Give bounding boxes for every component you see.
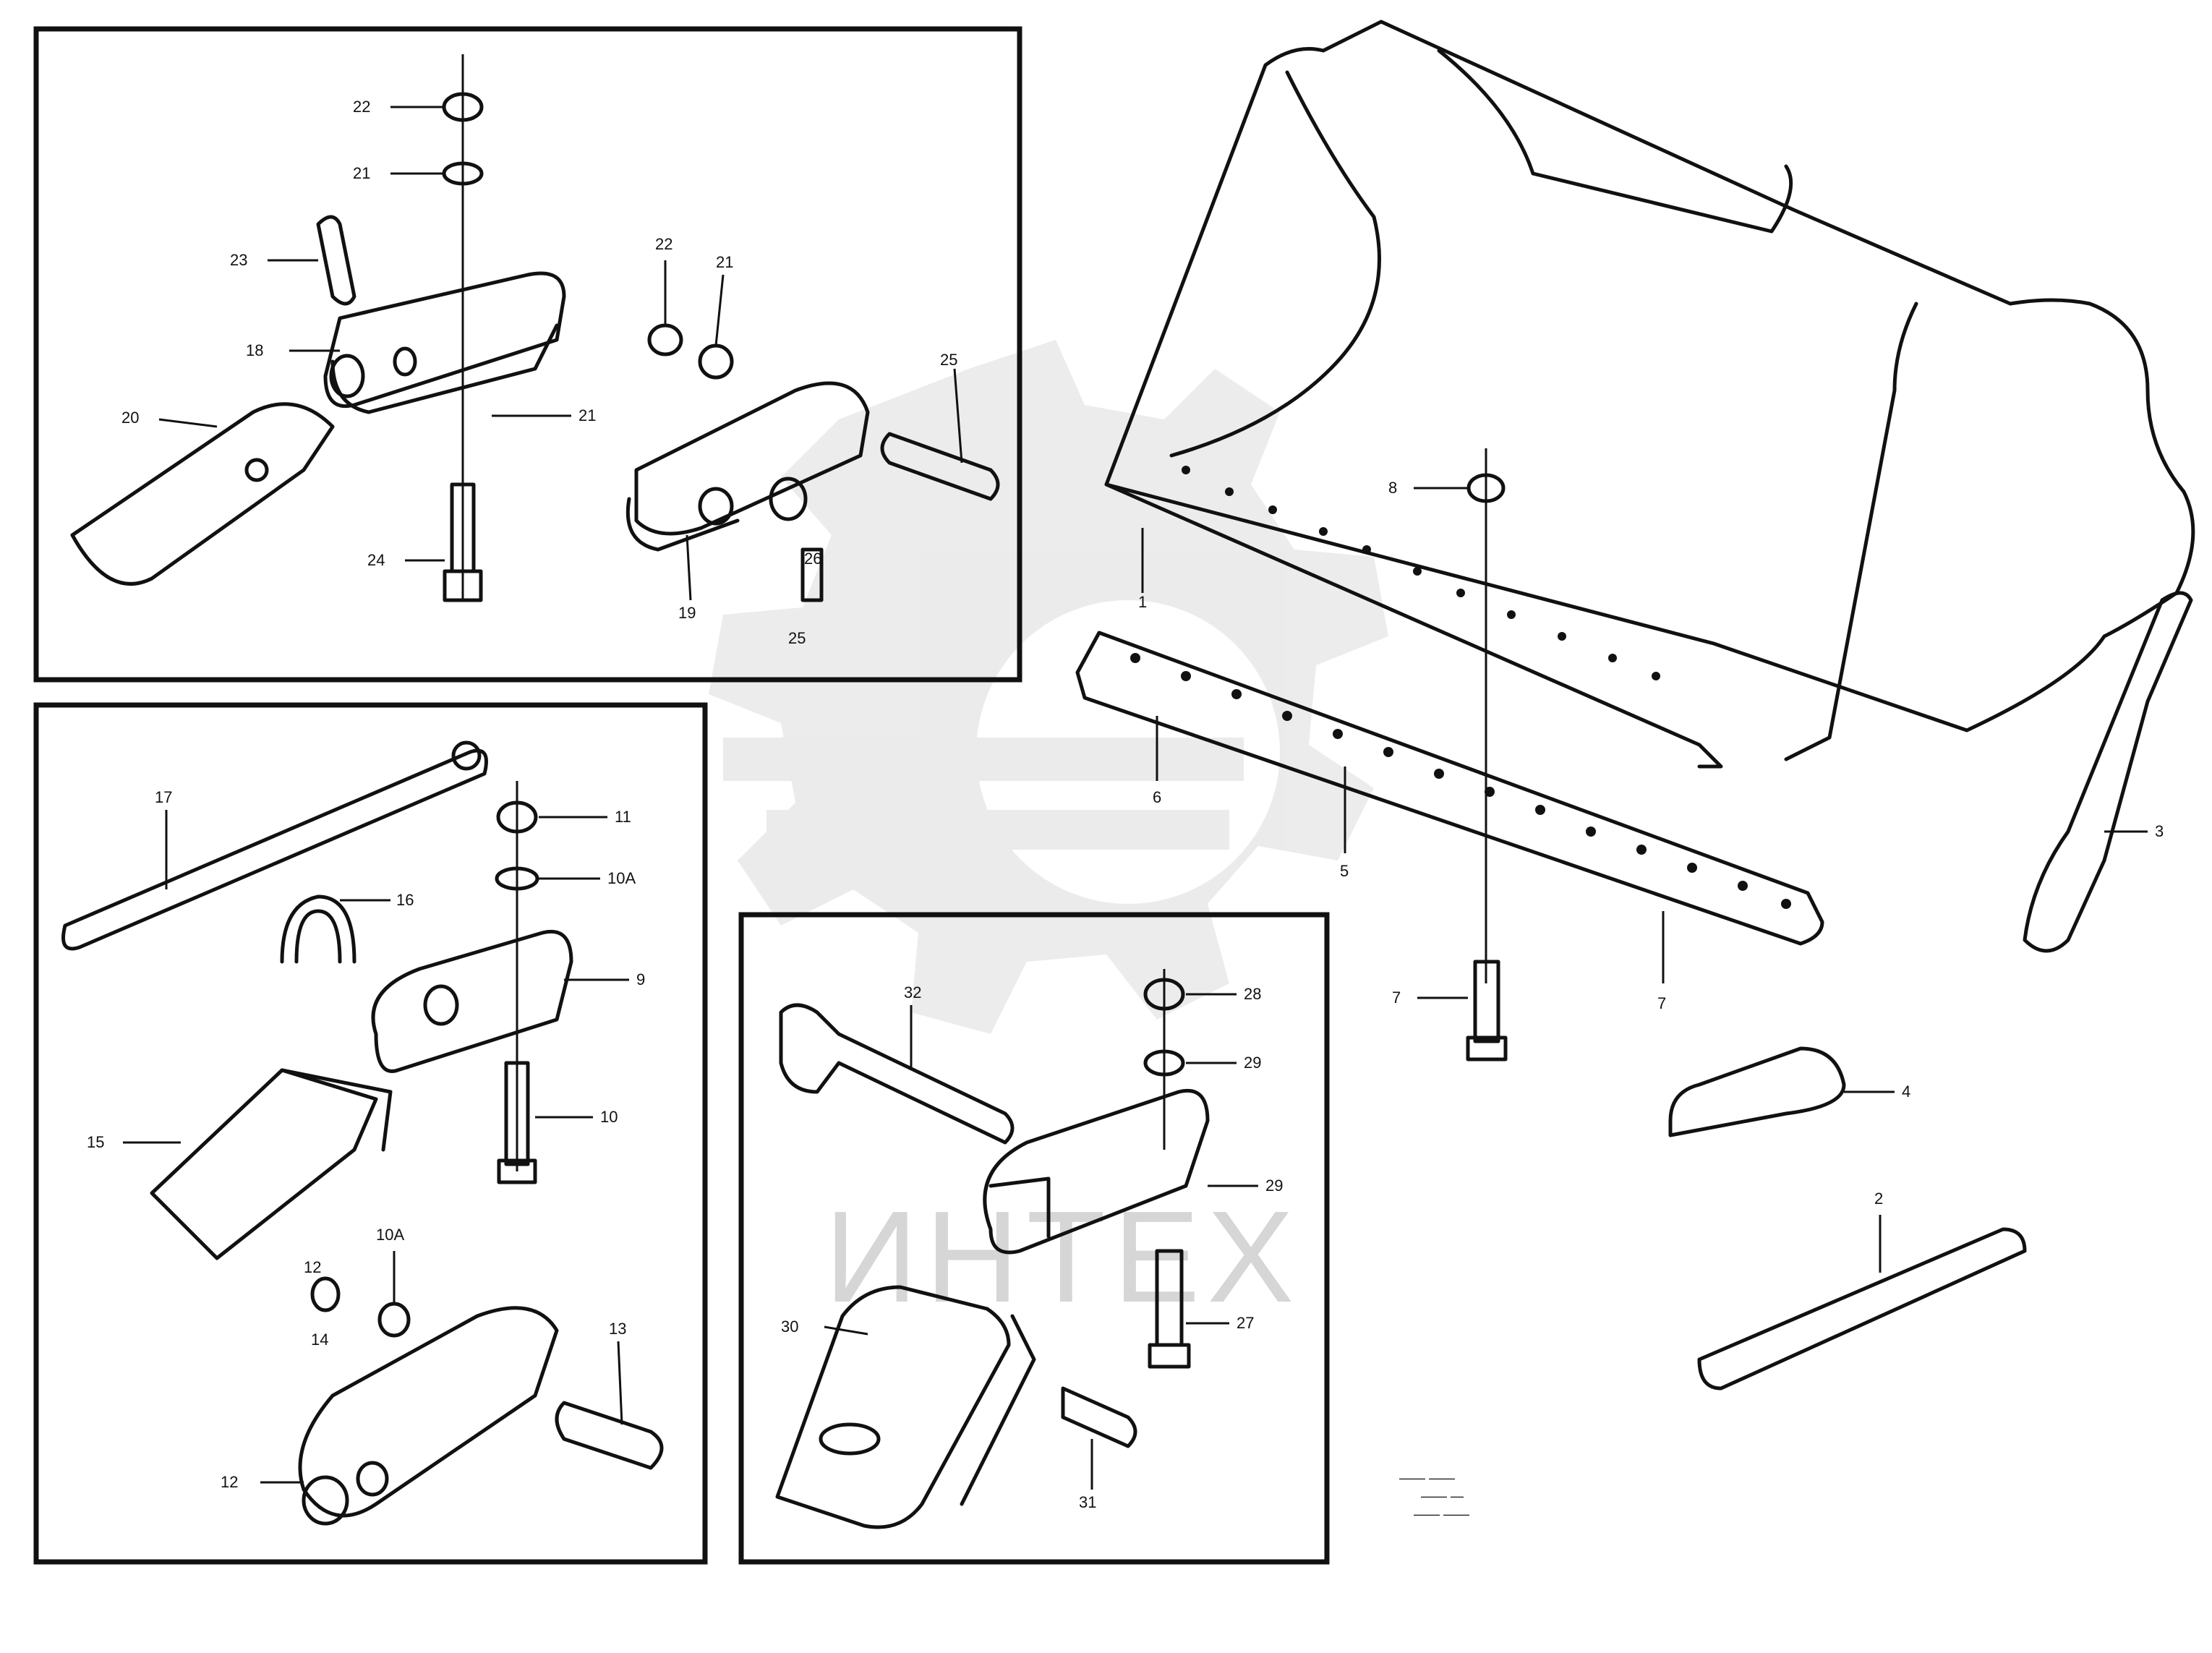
stud-part bbox=[800, 547, 824, 602]
callout: 32 bbox=[904, 983, 921, 1001]
callout: 29 bbox=[1265, 1176, 1283, 1195]
side-cutter bbox=[2023, 591, 2193, 953]
wear-part-a bbox=[1668, 1046, 1846, 1137]
callout: 12 bbox=[221, 1473, 238, 1491]
box2-callouts: 17 16 11 10A 9 10 15 12 14 10A 13 12 bbox=[87, 788, 645, 1491]
tooth-part bbox=[150, 1068, 378, 1260]
callout: 19 bbox=[678, 604, 696, 622]
callout: 26 bbox=[804, 550, 821, 568]
callout: 21 bbox=[353, 164, 370, 182]
callout: 15 bbox=[87, 1133, 104, 1151]
callout: 16 bbox=[396, 891, 414, 909]
tooth-part bbox=[70, 402, 335, 586]
callout: 7 bbox=[1657, 994, 1666, 1012]
callout: 14 bbox=[311, 1330, 328, 1349]
drawing-ref-line1: —— —— bbox=[1399, 1471, 1455, 1485]
callout: 10A bbox=[607, 869, 636, 887]
box3-parts bbox=[775, 969, 1210, 1529]
box2-parts bbox=[61, 740, 664, 1526]
callout: 21 bbox=[716, 253, 733, 271]
callout: 7 bbox=[1392, 988, 1401, 1007]
wear-part-b bbox=[1697, 1227, 2027, 1391]
callout: 23 bbox=[230, 251, 247, 269]
detail-box-top-left bbox=[33, 26, 1022, 683]
box1-callouts: 22 21 23 18 20 21 24 22 21 25 19 26 25 bbox=[121, 98, 957, 647]
wire-part bbox=[61, 748, 488, 951]
main-callouts: 8 1 6 5 7 7 3 4 2 bbox=[1138, 479, 2164, 1273]
callout: 10 bbox=[600, 1108, 618, 1126]
pin-part bbox=[880, 432, 1000, 501]
edge-plate bbox=[1075, 631, 1824, 946]
detail-box-bottom-middle bbox=[738, 912, 1330, 1565]
callout: 30 bbox=[781, 1317, 798, 1336]
callout: 12 bbox=[304, 1258, 321, 1276]
nut-part-right bbox=[647, 323, 683, 356]
callout: 25 bbox=[940, 351, 957, 369]
main-bolt bbox=[1473, 960, 1500, 1043]
callout: 5 bbox=[1340, 862, 1349, 880]
callout: 17 bbox=[155, 788, 172, 806]
box1-parts bbox=[70, 54, 1000, 602]
callout: 27 bbox=[1237, 1314, 1254, 1332]
callout: 29 bbox=[1244, 1054, 1261, 1072]
callout: 4 bbox=[1902, 1082, 1910, 1101]
callout: 31 bbox=[1079, 1493, 1096, 1511]
pin-part bbox=[555, 1401, 664, 1470]
adapter-part bbox=[323, 271, 566, 408]
pin-part bbox=[779, 1003, 1015, 1145]
bucket-assembly bbox=[1104, 20, 2195, 769]
callout: 22 bbox=[353, 98, 370, 116]
clip-part bbox=[280, 894, 356, 964]
drawing-ref-line3: —— —— bbox=[1414, 1507, 1469, 1521]
bucket-body bbox=[1104, 20, 2195, 732]
callout: 1 bbox=[1138, 593, 1147, 611]
watermark-gear bbox=[709, 340, 1388, 1034]
callout: 11 bbox=[615, 808, 631, 826]
adapter-part bbox=[371, 930, 573, 1073]
bolt-part bbox=[504, 1061, 530, 1166]
callout: 8 bbox=[1388, 479, 1397, 497]
callout: 2 bbox=[1874, 1189, 1883, 1208]
tooth-part bbox=[775, 1285, 1011, 1529]
callout: 3 bbox=[2155, 822, 2164, 840]
callout: 21 bbox=[578, 406, 596, 424]
lock-part bbox=[316, 215, 356, 306]
callout: 28 bbox=[1244, 985, 1261, 1003]
callout: 10A bbox=[376, 1226, 404, 1244]
detail-box-bottom-left bbox=[33, 702, 708, 1565]
watermark-text: ИНТЕХ bbox=[824, 1184, 1301, 1330]
callout: 9 bbox=[636, 970, 645, 988]
drawing-reference: —— —— —— — —— —— bbox=[1399, 1471, 1469, 1521]
callout: 6 bbox=[1153, 788, 1161, 806]
callout: 13 bbox=[609, 1320, 626, 1338]
adapter-part bbox=[983, 1089, 1210, 1255]
box3-callouts: 32 28 29 29 30 27 31 bbox=[781, 983, 1283, 1511]
main-fasteners bbox=[1466, 448, 1508, 1062]
spring-part bbox=[1061, 1386, 1137, 1448]
callout: 18 bbox=[246, 341, 263, 359]
adapter-part-right bbox=[634, 381, 870, 536]
callout: 24 bbox=[367, 551, 385, 569]
callout: 20 bbox=[121, 409, 139, 427]
callout: 25 bbox=[788, 629, 806, 647]
drawing-ref-line2: —— — bbox=[1421, 1489, 1464, 1503]
callout: 22 bbox=[655, 235, 672, 253]
